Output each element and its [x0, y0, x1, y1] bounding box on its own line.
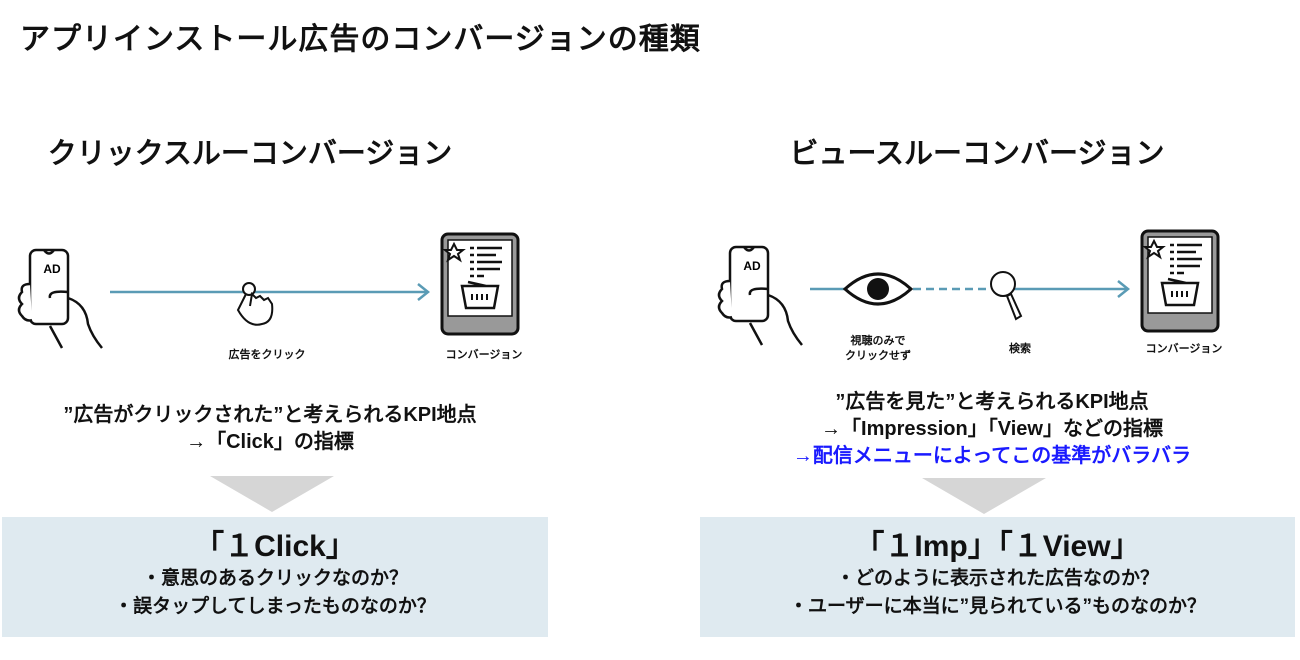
view-through-heading: ビュースルーコンバージョン: [789, 138, 1165, 170]
click-headline: 「１Click」: [194, 530, 356, 563]
view-point: ・どのように表示された広告なのか？: [835, 568, 1159, 589]
click-through-flow-diagram: AD: [17, 232, 520, 350]
view-only-label: 視聴のみで クリックせず: [818, 334, 938, 364]
tap-hand-icon: [236, 282, 274, 326]
search-label: 検索: [1009, 343, 1031, 355]
down-triangle-icon: [210, 476, 334, 512]
kpi-metric-text: →「Click」の指標: [186, 431, 354, 453]
view-point: ・ユーザーに本当に”見られている”ものなのか？: [788, 596, 1207, 617]
conversion-label: コンバージョン: [445, 349, 523, 361]
view-only-line: 視聴のみで: [850, 335, 906, 347]
click-point: ・誤タップしてしまったものなのか？: [114, 596, 436, 617]
arrow-head-icon: [1117, 280, 1131, 298]
conversion-tablet-icon: [440, 232, 520, 336]
click-summary-box: 「１Click」 ・意思のあるクリックなのか？ ・誤タップしてしまったものなのか…: [2, 517, 548, 637]
kpi-metric-text: →「Impression」「View」などの指標: [821, 418, 1163, 440]
click-through-heading: クリックスルーコンバージョン: [47, 138, 453, 170]
criteria-note: →配信メニューによってこの基準がバラバラ: [792, 445, 1192, 467]
view-through-flow-diagram: AD: [717, 229, 1220, 347]
phone-ad-label: AD: [43, 262, 61, 276]
eye-icon: [842, 272, 914, 306]
phone-ad-label: AD: [743, 259, 761, 273]
conversion-label: コンバージョン: [1145, 343, 1223, 355]
click-ad-label: 広告をクリック: [228, 349, 306, 361]
conversion-tablet-icon: [1140, 229, 1220, 333]
down-triangle-icon: [922, 478, 1046, 514]
page-title: アプリインストール広告のコンバージョンの種類: [20, 23, 701, 56]
view-headline: 「１Imp」「１View」: [854, 530, 1141, 563]
kpi-point-text: ”広告を見た”と考えられるKPI地点: [835, 391, 1149, 413]
click-point: ・意思のあるクリックなのか？: [141, 568, 408, 589]
view-summary-box: 「１Imp」「１View」 ・どのように表示された広告なのか？ ・ユーザーに本当…: [700, 517, 1295, 637]
kpi-point-text: ”広告がクリックされた”と考えられるKPI地点: [63, 404, 477, 426]
arrow-head-icon: [417, 283, 431, 301]
view-only-line: クリックせず: [845, 350, 911, 362]
search-magnifier-icon: [990, 271, 1023, 321]
